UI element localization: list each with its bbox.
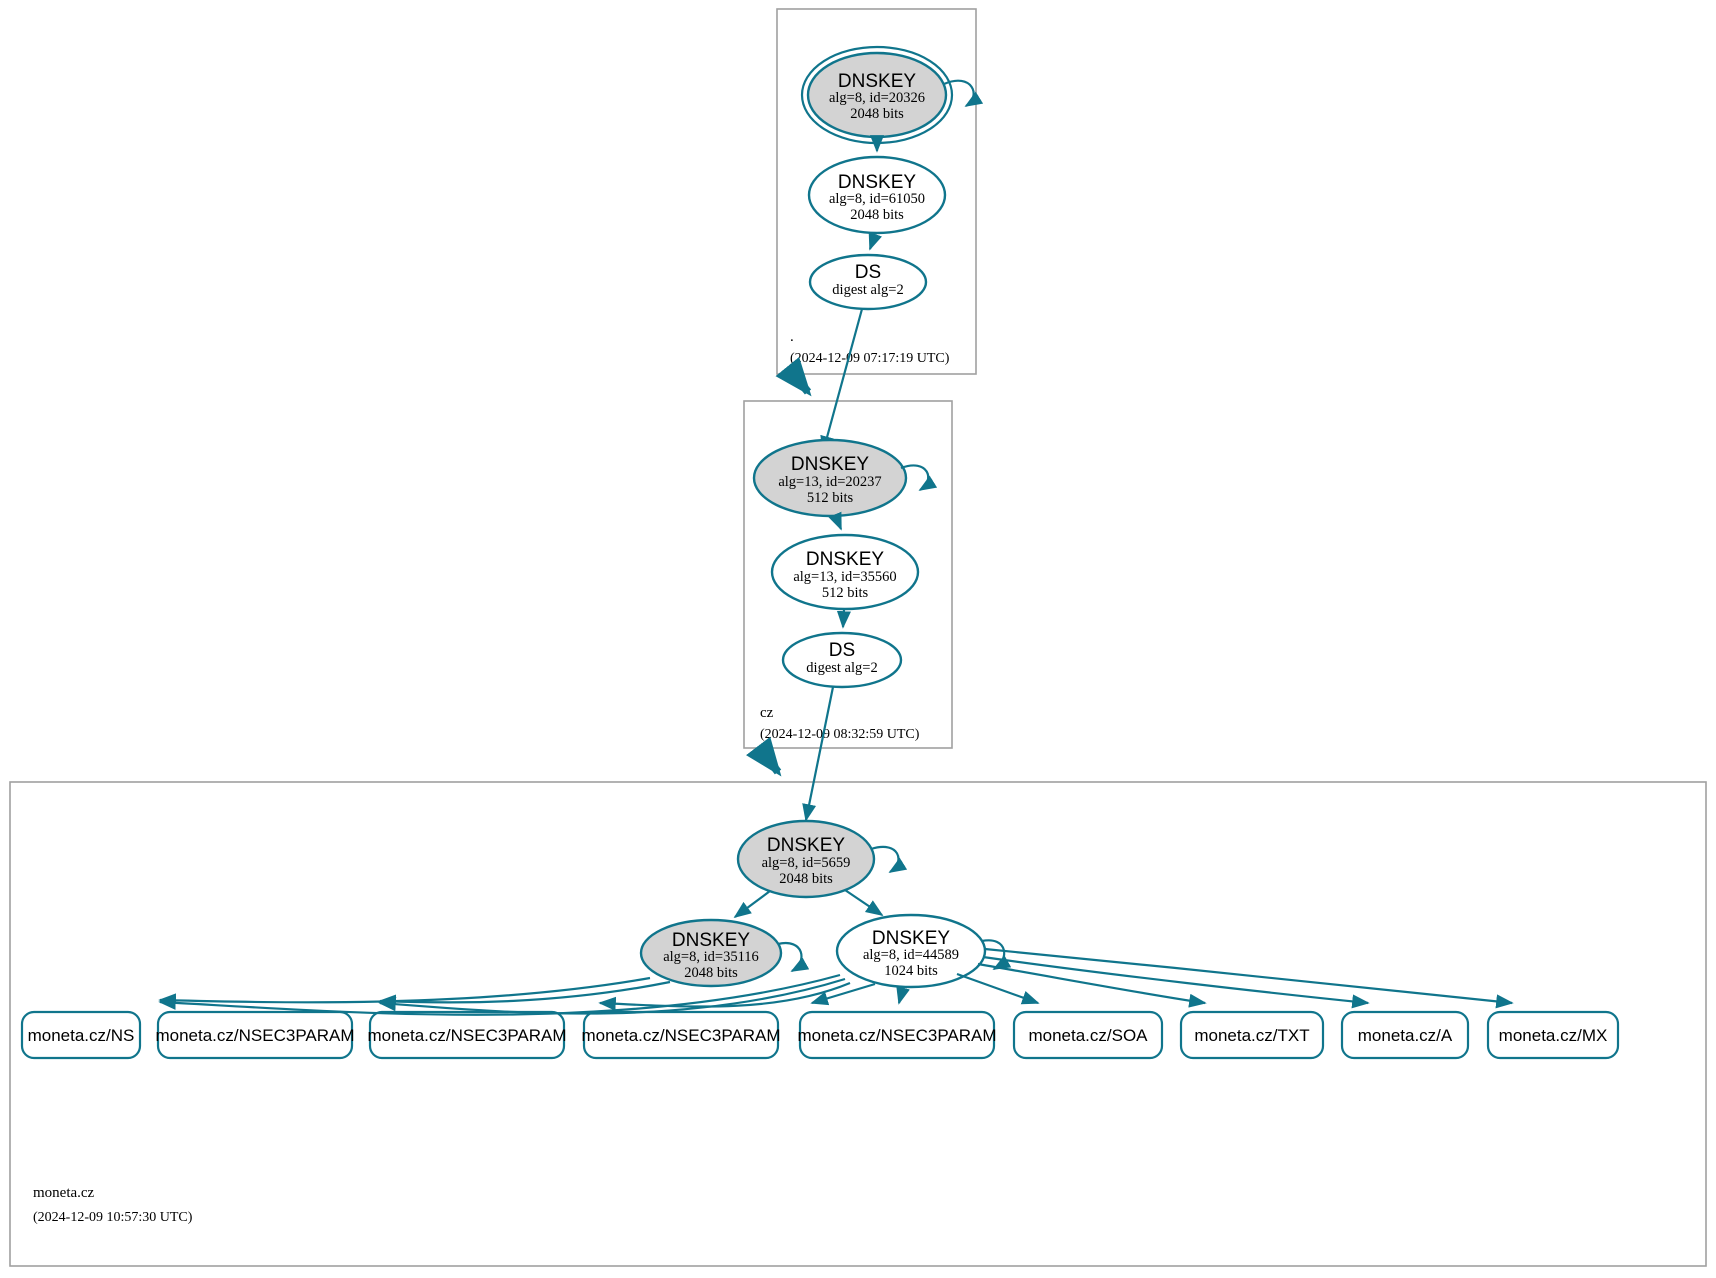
edge-44589-to-nsec3param-1: [378, 977, 846, 1015]
node-cz-zsk-line3: 512 bits: [822, 585, 869, 601]
self-sign-loop-moneta-key-35116: [777, 941, 810, 972]
rrset-box-ns[interactable]: [20, 1010, 142, 1060]
node-cz-ds[interactable]: [781, 631, 903, 689]
zone-box-cz: [743, 400, 953, 749]
rrset-box-soa[interactable]: [1012, 1010, 1164, 1060]
node-moneta-key-35116-line3: 2048 bits: [684, 965, 738, 981]
edge-35116-to-nsec3param-1: [378, 980, 671, 1009]
self-sign-loop-root-ksk: [943, 79, 984, 107]
node-cz-ksk-title: DNSKEY: [791, 454, 869, 475]
rrset-box-nsec3param-4[interactable]: [798, 1010, 996, 1060]
delegation-cz-to-moneta: [746, 736, 782, 777]
node-root-ds-title: DS: [855, 262, 881, 283]
zone-box-root: [776, 8, 977, 375]
rrset-row: moneta.cz/NS moneta.cz/NSEC3PARAM moneta…: [20, 1010, 1620, 1060]
edge-44589-to-txt: [977, 962, 1207, 1008]
edge-44589-to-ns: [158, 973, 841, 1016]
edge-44589-to-mx: [984, 947, 1514, 1009]
node-moneta-key-35116[interactable]: [639, 918, 783, 988]
rrset-label-nsec3param-4: moneta.cz/NSEC3PARAM: [797, 1026, 996, 1045]
rrset-box-nsec3param-3[interactable]: [582, 1010, 780, 1060]
edge-moneta-ksk-to-key-44589: [844, 889, 884, 916]
edge-35116-to-ns: [158, 976, 651, 1008]
edge-root-zsk-to-root-ds: [868, 231, 882, 251]
rrsig-edges-from-key-44589: [158, 947, 1514, 1016]
edge-44589-to-nsec3param-4: [896, 985, 910, 1005]
node-cz-ksk-line3: 512 bits: [807, 490, 854, 506]
rrset-label-a: moneta.cz/A: [1358, 1026, 1453, 1045]
node-cz-zsk[interactable]: [770, 533, 920, 611]
node-moneta-key-44589-title: DNSKEY: [872, 928, 950, 949]
node-root-ksk-line2: alg=8, id=20326: [829, 90, 925, 106]
node-root-zsk-line2: alg=8, id=61050: [829, 191, 925, 207]
rrset-box-txt[interactable]: [1179, 1010, 1325, 1060]
zone-label-root: .: [790, 329, 794, 345]
node-moneta-ksk[interactable]: [736, 819, 876, 899]
rrset-box-nsec3param-1[interactable]: [156, 1010, 354, 1060]
node-moneta-key-35116-title: DNSKEY: [672, 930, 750, 951]
rrset-label-soa: moneta.cz/SOA: [1028, 1026, 1148, 1045]
zone-timestamp-cz: (2024-12-09 08:32:59 UTC): [760, 727, 920, 742]
node-root-ds[interactable]: [808, 253, 928, 311]
node-moneta-ksk-title: DNSKEY: [767, 835, 845, 856]
rrset-label-mx: moneta.cz/MX: [1499, 1026, 1608, 1045]
zone-timestamp-moneta-cz: (2024-12-09 10:57:30 UTC): [33, 1210, 193, 1225]
node-moneta-key-35116-line2: alg=8, id=35116: [663, 949, 759, 965]
zone-label-moneta-cz: moneta.cz: [33, 1185, 95, 1201]
rrset-label-nsec3param-2: moneta.cz/NSEC3PARAM: [367, 1026, 566, 1045]
node-moneta-key-44589-line2: alg=8, id=44589: [863, 947, 959, 963]
node-moneta-ksk-line3: 2048 bits: [779, 871, 833, 887]
node-root-zsk-title: DNSKEY: [838, 172, 916, 193]
rrsig-edges-from-key-35116: [158, 976, 671, 1009]
self-sign-loop-cz-ksk: [900, 464, 938, 491]
edge-root-ds-to-cz-ksk: [820, 308, 864, 454]
rrset-box-mx[interactable]: [1486, 1010, 1620, 1060]
node-root-ksk-line3: 2048 bits: [850, 106, 904, 122]
node-cz-ds-title: DS: [829, 640, 855, 661]
rrset-box-nsec3param-2[interactable]: [368, 1010, 566, 1060]
delegation-root-to-cz: [775, 356, 812, 397]
zone-label-cz: cz: [760, 705, 774, 721]
node-cz-ksk-line2: alg=13, id=20237: [778, 474, 881, 490]
node-cz-ds-line2: digest alg=2: [806, 660, 877, 676]
node-root-zsk-line3: 2048 bits: [850, 207, 904, 223]
edge-moneta-ksk-to-key-35116: [733, 890, 771, 919]
edge-cz-ds-to-moneta-ksk: [802, 686, 835, 822]
zone-timestamp-root: (2024-12-09 07:17:19 UTC): [790, 351, 950, 366]
rrset-box-a[interactable]: [1340, 1010, 1470, 1060]
rrset-label-ns: moneta.cz/NS: [28, 1026, 135, 1045]
node-cz-zsk-line2: alg=13, id=35560: [793, 569, 896, 585]
edge-cz-zsk-to-cz-ds: [836, 609, 851, 629]
edge-44589-to-soa: [956, 972, 1040, 1005]
node-root-ksk-title: DNSKEY: [838, 71, 916, 92]
node-moneta-key-44589[interactable]: [835, 913, 987, 989]
edge-cz-ksk-to-cz-zsk: [828, 511, 843, 531]
zone-box-moneta-cz: [9, 781, 1707, 1267]
self-sign-loop-moneta-ksk: [870, 845, 908, 873]
rrset-label-nsec3param-3: moneta.cz/NSEC3PARAM: [581, 1026, 780, 1045]
node-root-ds-line2: digest alg=2: [832, 282, 903, 298]
rrset-label-txt: moneta.cz/TXT: [1194, 1026, 1309, 1045]
node-moneta-ksk-line2: alg=8, id=5659: [762, 855, 851, 871]
edge-44589-to-a: [982, 955, 1370, 1009]
node-cz-zsk-title: DNSKEY: [806, 549, 884, 570]
rrset-label-nsec3param-1: moneta.cz/NSEC3PARAM: [155, 1026, 354, 1045]
edge-44589-to-nsec3param-3: [810, 982, 876, 1006]
node-moneta-key-44589-line3: 1024 bits: [884, 963, 938, 979]
